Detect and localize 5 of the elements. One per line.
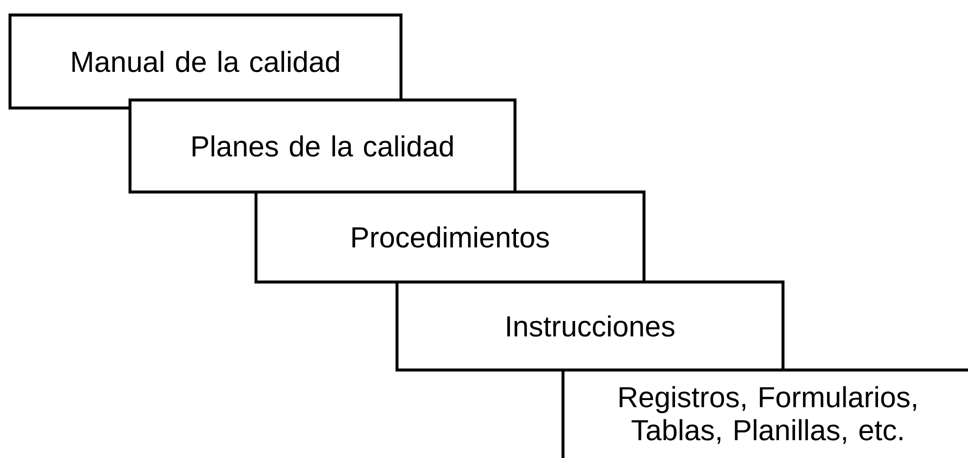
document-box: Planes de la calidad bbox=[128, 98, 516, 194]
document-box: Registros, Formularios, Tablas, Planillas, etc. bbox=[562, 368, 968, 458]
document-box: Instrucciones bbox=[396, 280, 784, 372]
document-box: Procedimientos bbox=[254, 190, 646, 284]
document-box: Manual de la calidad bbox=[8, 14, 402, 110]
